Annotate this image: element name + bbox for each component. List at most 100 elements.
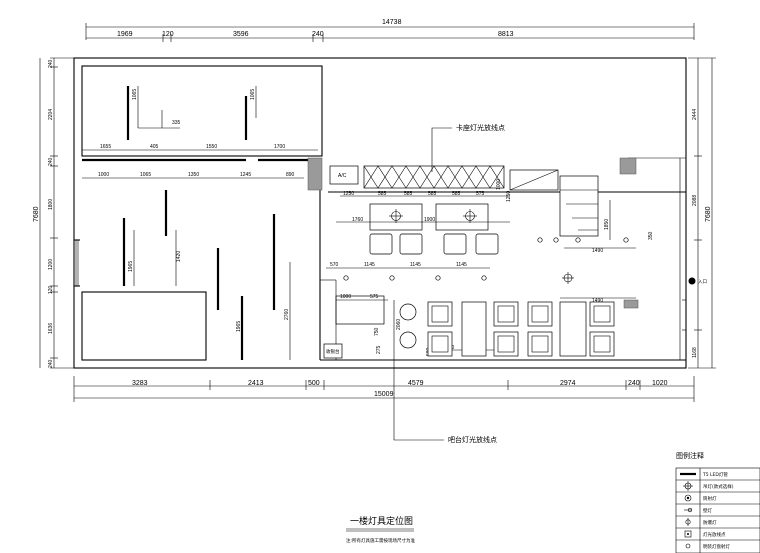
dim-left-2: 2204 [48, 109, 54, 120]
dim-room-lower-4: 2760 [284, 309, 290, 320]
dim-bottom-6: 240 [628, 380, 640, 387]
bar-area: 1000 575 750 收银台 2060 275 580 660 560 45… [320, 279, 639, 360]
dim-right-total: 7680 [705, 206, 712, 222]
callouts: 卡座灯光放线点 吧台灯光放线点 [393, 123, 505, 444]
stair-block [559, 175, 599, 237]
dim-top-total: 14738 [382, 19, 402, 26]
entrance-marker: 入口 [688, 277, 707, 285]
left-dimension-chain: 7680 240 2204 240 1800 1200 120 1636 240 [33, 57, 74, 369]
down-light-icon [553, 237, 559, 243]
pendant-lamp-icon [562, 272, 574, 284]
down-light-icon [343, 275, 349, 281]
pendant-lamp-icon [683, 481, 693, 491]
legend-item-4: 壁灯 [703, 507, 712, 514]
right-dimension-chain: 2444 2088 1168 7680 [688, 57, 716, 369]
dim-booth-mid-4: 1490 [592, 248, 603, 254]
dim-bar-2: 575 [370, 294, 379, 300]
dim-room-upper-3: 1065 [250, 89, 256, 100]
dim-booth-2: 585 [378, 191, 387, 197]
spot-light-icon [685, 518, 691, 526]
dim-booth-6: 575 [476, 191, 485, 197]
dim-570-4: 1145 [456, 262, 467, 268]
legend-item-7: 明装灯盘射灯 [703, 543, 730, 550]
dim-left-7: 1636 [48, 323, 54, 334]
dim-booth-mid-1: 1760 [352, 217, 363, 223]
dim-booth-mid-2: 1900 [424, 217, 435, 223]
dim-bar-5: 275 [376, 345, 382, 354]
top-dimension-chain: 14738 1969 120 3596 240 8813 [85, 19, 695, 42]
dim-left-3: 240 [48, 157, 54, 166]
dim-top-5: 8813 [498, 31, 514, 38]
dim-right-2: 2088 [692, 195, 698, 206]
misc-icon [685, 543, 691, 549]
ac-unit-label: A/C [338, 173, 347, 179]
dim-top-2: 120 [162, 31, 174, 38]
dim-booth-mid-5: 350 [648, 231, 654, 240]
dim-top-1: 1969 [117, 31, 133, 38]
dim-bottom-3: 500 [308, 380, 320, 387]
down-light-icon [435, 275, 441, 281]
bar-counter [335, 295, 385, 325]
downlight-row: 570 1145 1145 1145 [326, 237, 629, 281]
dim-row-upper-3: 1550 [206, 144, 217, 150]
dim-booth-mid-3: 1850 [604, 219, 610, 230]
building-walls [73, 57, 687, 369]
callout-booth-lights: 卡座灯光放线点 [456, 123, 505, 132]
dim-row-lower-4: 1245 [240, 172, 251, 178]
booth-table-right [435, 203, 489, 231]
bar-stool-round [399, 331, 417, 349]
down-light-icon [389, 275, 395, 281]
hall-marks: 1965 1420 1965 2760 [122, 190, 291, 360]
dim-right-1: 2444 [692, 109, 698, 120]
dim-room-lower-3: 1965 [236, 321, 242, 332]
dim-bottom-2: 2413 [248, 380, 264, 387]
legend-item-3: 筒射灯 [703, 495, 717, 502]
entrance-label: 入口 [698, 279, 707, 285]
dim-bottom-total: 15009 [374, 391, 394, 398]
counter-box [323, 343, 343, 359]
dim-room-lower-2: 1420 [176, 251, 182, 262]
dim-left-8: 240 [48, 359, 54, 368]
dim-room-upper-2: 335 [172, 120, 181, 126]
drawing-subtitle: 注:所有灯具施工需按现场尺寸为准 [346, 537, 416, 544]
legend-item-1: T5 LED灯管 [702, 471, 728, 478]
dim-row-upper-4: 1700 [274, 144, 285, 150]
down-light-icon [481, 275, 487, 281]
dim-row-upper-2: 405 [150, 144, 159, 150]
dim-row-lower-1: 1000 [98, 172, 109, 178]
down-light-icon [684, 494, 692, 502]
dim-row-upper-1: 1655 [100, 144, 111, 150]
upper-room-marks: 1065 335 1065 1655 405 1550 1700 1000 10… [82, 86, 318, 179]
legend-title: 图例注释 [676, 451, 704, 460]
dim-bar-3: 750 [374, 327, 380, 336]
legend-item-6: 灯光放线点 [703, 531, 726, 538]
legend: 图例注释 T5 LED灯管 吊灯(款式选样) 筒射灯 壁灯 防爆灯 灯光放线点 … [675, 451, 760, 553]
pendant-lamp-icon [389, 209, 403, 223]
down-light-icon [623, 237, 629, 243]
dim-booth-5: 585 [452, 191, 461, 197]
dim-row-lower-5: 890 [286, 172, 295, 178]
bottom-dimension-chain: 3283 2413 500 4579 2974 240 1020 15009 [73, 376, 695, 402]
wall-lamp-icon [684, 507, 693, 513]
dim-booth-4: 585 [428, 191, 437, 197]
dim-booth-7: 1000 [496, 179, 502, 190]
dim-left-1: 240 [48, 59, 54, 68]
booth-zone: A/C 1250 585 585 585 585 575 1000 1250 1… [329, 165, 654, 255]
drawing-title: 一楼灯具定位图 [350, 515, 413, 527]
down-light-icon [537, 237, 543, 243]
dim-570-3: 1145 [410, 262, 421, 268]
legend-item-5: 防爆灯 [703, 519, 717, 526]
dim-bottom-7: 1020 [652, 380, 668, 387]
dim-bottom-4: 4579 [408, 380, 424, 387]
dim-row-lower-2: 1065 [140, 172, 151, 178]
dim-row-lower-3: 1350 [188, 172, 199, 178]
dim-570-2: 1145 [364, 262, 375, 268]
callout-bar-lights: 吧台灯光放线点 [448, 435, 497, 444]
dim-room-lower-1: 1965 [128, 261, 134, 272]
dim-left-total: 7680 [33, 206, 40, 222]
pendant-lamp-icon [463, 209, 477, 223]
dim-room-upper-1: 1065 [132, 89, 138, 100]
dim-booth-3: 585 [404, 191, 413, 197]
counter-label: 收银台 [326, 348, 340, 355]
